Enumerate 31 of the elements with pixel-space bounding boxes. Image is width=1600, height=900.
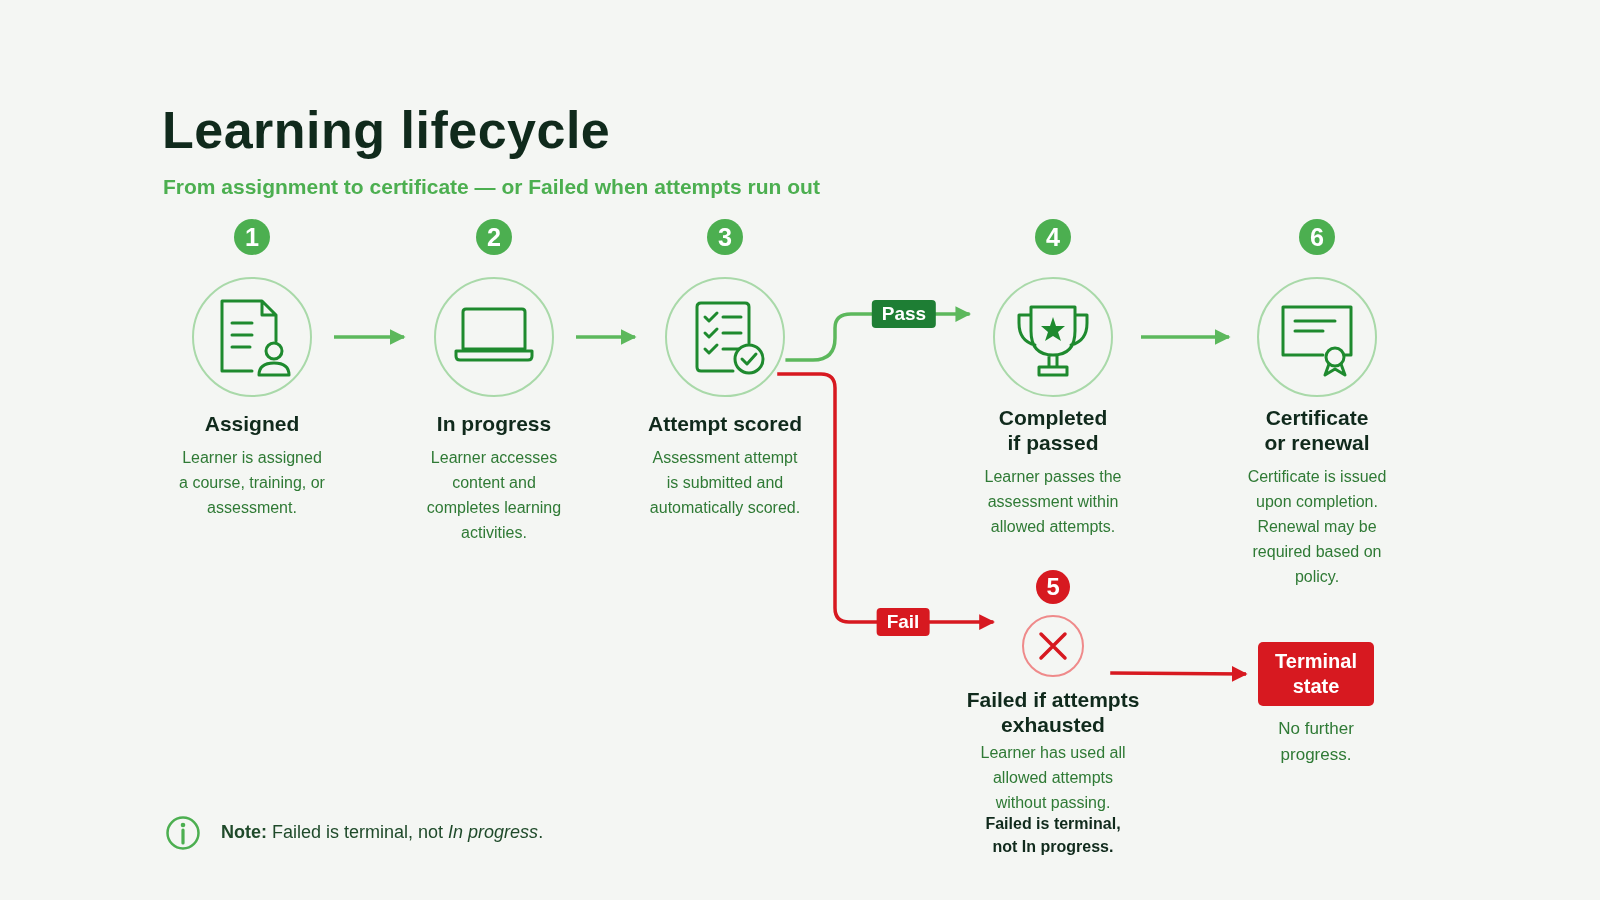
- step-number-badge: 4: [1035, 219, 1071, 255]
- stage-title: Failed if attempts exhausted: [965, 687, 1141, 738]
- arrow: [1110, 666, 1248, 682]
- arrow: [576, 329, 637, 345]
- page-title: Learning lifecycle: [162, 100, 611, 160]
- step-number-badge: 1: [234, 219, 270, 255]
- stage-description: Learner has used all allowed attempts without passing.: [979, 743, 1127, 813]
- step-number-badge: 5: [1036, 570, 1070, 604]
- arrow: [777, 372, 995, 630]
- stage-title: In progress: [435, 411, 553, 437]
- step-number-badge: 3: [707, 219, 743, 255]
- subtitle: From assignment to certificate — or Failed when attempts run out: [163, 175, 820, 199]
- arrow: [1141, 329, 1231, 345]
- terminal-state-box: Terminal state: [1258, 642, 1374, 706]
- stage-description: Learner passes the assessment within allowed attempts.: [983, 467, 1123, 537]
- stage-title: Completed if passed: [997, 405, 1109, 456]
- edge-label: Pass: [871, 300, 937, 328]
- stage-description: Assessment attempt is submitted and automatically scored.: [648, 448, 802, 518]
- stage-description: Certificate is issued upon completion. Renewal may be required based on policy.: [1246, 467, 1388, 587]
- stage-title: Assigned: [203, 411, 301, 437]
- arrow: [334, 329, 406, 345]
- stage-description: Learner accesses content and completes learning activities.: [425, 448, 563, 543]
- state-note: No further progress.: [1277, 718, 1355, 766]
- edge-label: Fail: [876, 608, 930, 636]
- stage-title: Certificate or renewal: [1263, 405, 1371, 456]
- stage-title: Attempt scored: [647, 411, 803, 437]
- step-number-badge: 2: [476, 219, 512, 255]
- terminal-note: Failed is terminal, not In progress.: [984, 814, 1122, 858]
- step-number-badge: 6: [1299, 219, 1335, 255]
- note-text: Note: Failed is terminal, not In progress.: [221, 822, 544, 843]
- stage-description: Learner is assigned a course, training, or assessment.: [178, 448, 326, 518]
